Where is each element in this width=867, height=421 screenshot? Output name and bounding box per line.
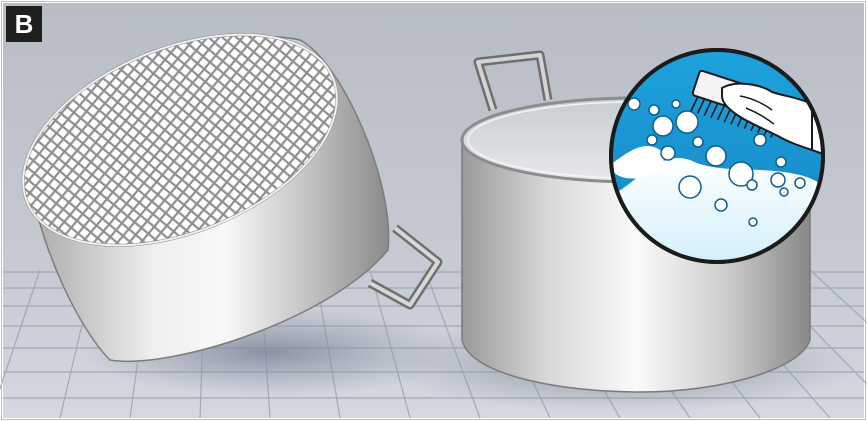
panel-label: B [6, 6, 42, 42]
